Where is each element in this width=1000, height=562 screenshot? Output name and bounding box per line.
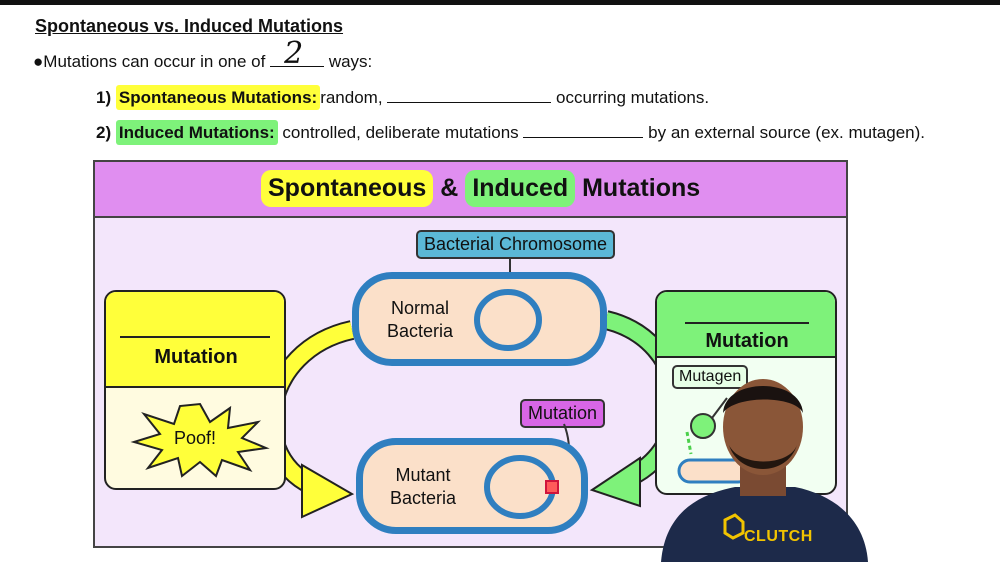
- slide-title: Spontaneous vs. Induced Mutations: [35, 16, 344, 36]
- mutation-marker: [545, 480, 559, 494]
- spontaneous-box: Mutation: [104, 290, 286, 490]
- green-arrow-head: [589, 456, 641, 508]
- title-spontaneous: Spontaneous: [261, 170, 434, 207]
- presenter-beard: [729, 445, 797, 469]
- yellow-arrow-head: [301, 463, 355, 519]
- diagram-header: Spontaneous & Induced Mutations: [95, 162, 846, 218]
- clutch-badge: CLUTCH: [744, 528, 813, 545]
- fill-blank: [387, 88, 552, 103]
- term-spontaneous: Spontaneous Mutations:: [115, 85, 321, 110]
- bullet-text-after: ways:: [328, 52, 373, 71]
- induced-band: [657, 292, 835, 358]
- answer-blank: 2: [270, 36, 325, 71]
- normal-bacteria-label: Normal Bacteria: [374, 297, 466, 343]
- title-ampersand: &: [440, 174, 459, 202]
- spontaneous-band: [106, 292, 284, 388]
- item-induced: 2) Induced Mutations: controlled, delibe…: [96, 120, 926, 145]
- chromosome-label: Bacterial Chromosome: [416, 230, 616, 259]
- item-number: 1): [96, 88, 112, 107]
- normal-chromosome-icon: [474, 289, 542, 351]
- title-induced: Induced: [465, 170, 576, 207]
- blank-line: [685, 322, 809, 324]
- flask-icon: [677, 397, 751, 484]
- mutation-label: Mutation: [520, 399, 606, 428]
- normal-bacteria: [352, 272, 607, 366]
- label-line: Bacteria: [389, 488, 457, 508]
- title-mutations: Mutations: [582, 174, 701, 202]
- bullet-marker: ●: [33, 52, 44, 71]
- item-text: controlled, deliberate mutations: [282, 123, 519, 142]
- mutagen-callout: Mutagen: [672, 365, 749, 389]
- mutant-bacteria-label: Mutant Bacteria: [376, 464, 470, 510]
- term-induced: Induced Mutations:: [115, 120, 278, 145]
- item-text-after: by an external source (ex. mutagen).: [648, 123, 926, 142]
- clutch-logo-icon: [723, 513, 745, 540]
- burst-shape: [130, 402, 270, 478]
- item-text-after: occurring mutations.: [556, 88, 710, 107]
- poof-burst-icon: [130, 402, 270, 478]
- label-line: Bacteria: [386, 321, 454, 341]
- poof-text: Poof!: [173, 428, 217, 448]
- diagram-title: Spontaneous & Induced Mutations: [261, 170, 700, 207]
- spontaneous-label: Mutation: [154, 346, 238, 368]
- bullet-text: Mutations can occur in one of: [43, 52, 266, 71]
- top-bar: [0, 0, 1000, 5]
- presenter-head: [723, 379, 803, 475]
- item-number: 2): [96, 123, 112, 142]
- presenter-hair: [723, 386, 803, 413]
- item-spontaneous: 1) Spontaneous Mutations:random, occurri…: [96, 85, 710, 110]
- label-line: Normal: [390, 298, 449, 318]
- presenter-video: [661, 379, 868, 562]
- label-line: Mutant: [395, 465, 451, 485]
- mutant-chromosome-icon: [484, 455, 559, 519]
- handwritten-answer: 2: [284, 36, 304, 71]
- bullet-line: ●Mutations can occur in one of 2 ways:: [33, 36, 373, 72]
- fill-blank: [523, 123, 644, 138]
- presenter-shirt: [661, 487, 868, 562]
- induced-label: Mutation: [705, 330, 789, 352]
- item-text: random,: [320, 88, 383, 107]
- blank-line: [120, 336, 270, 338]
